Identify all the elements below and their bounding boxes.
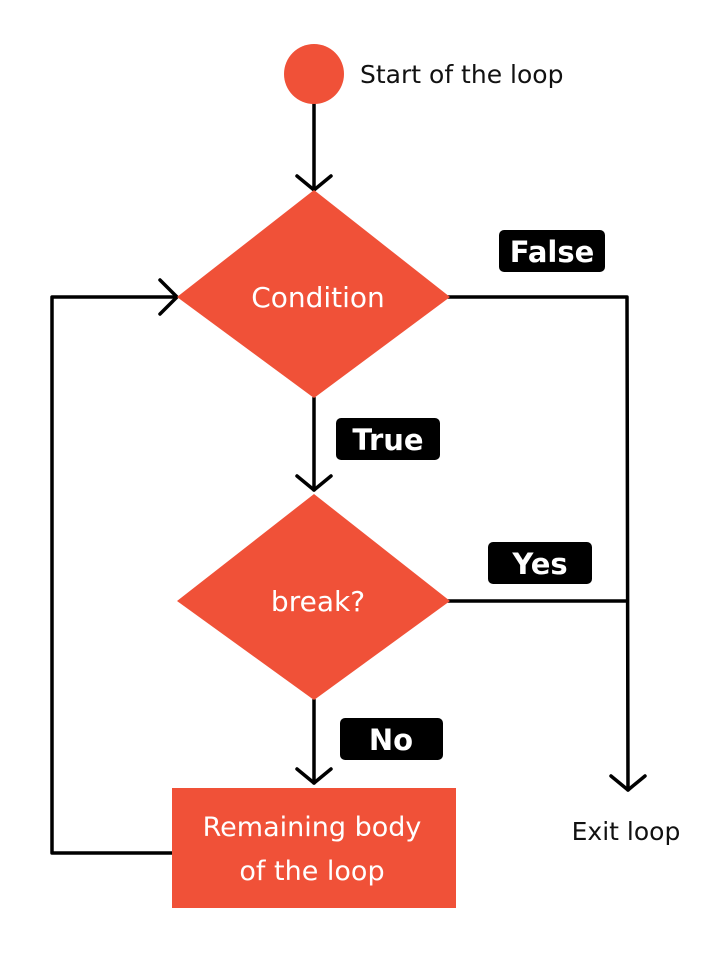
break-check-label: break? — [271, 585, 365, 618]
false-label: False — [510, 235, 595, 269]
start-label: Start of the loop — [360, 60, 563, 89]
yes-label: Yes — [511, 547, 567, 581]
edge-body-to-condition — [50, 295, 180, 855]
body-label-line1: Remaining body — [203, 812, 422, 843]
body-node — [172, 788, 456, 908]
condition-node — [177, 190, 450, 398]
start-node — [284, 44, 344, 104]
nodes: Start of the loop Condition break? Remai… — [172, 44, 680, 908]
false-badge — [499, 230, 605, 272]
no-label: No — [369, 723, 413, 757]
true-badge — [336, 418, 440, 460]
arrowhead-break — [295, 474, 333, 492]
no-badge — [340, 718, 443, 760]
exit-label: Exit loop — [572, 817, 681, 846]
arrowhead-exit — [609, 774, 647, 792]
body-label-line2: of the loop — [239, 856, 384, 887]
edge-condition-to-exit — [446, 295, 630, 792]
condition-label: Condition — [251, 281, 385, 314]
true-label: True — [352, 423, 423, 457]
break-check-node — [177, 494, 450, 700]
edges — [50, 100, 647, 855]
yes-badge — [488, 542, 592, 584]
arrowhead-body — [295, 767, 333, 785]
edge-badges: False True Yes No — [336, 230, 605, 760]
